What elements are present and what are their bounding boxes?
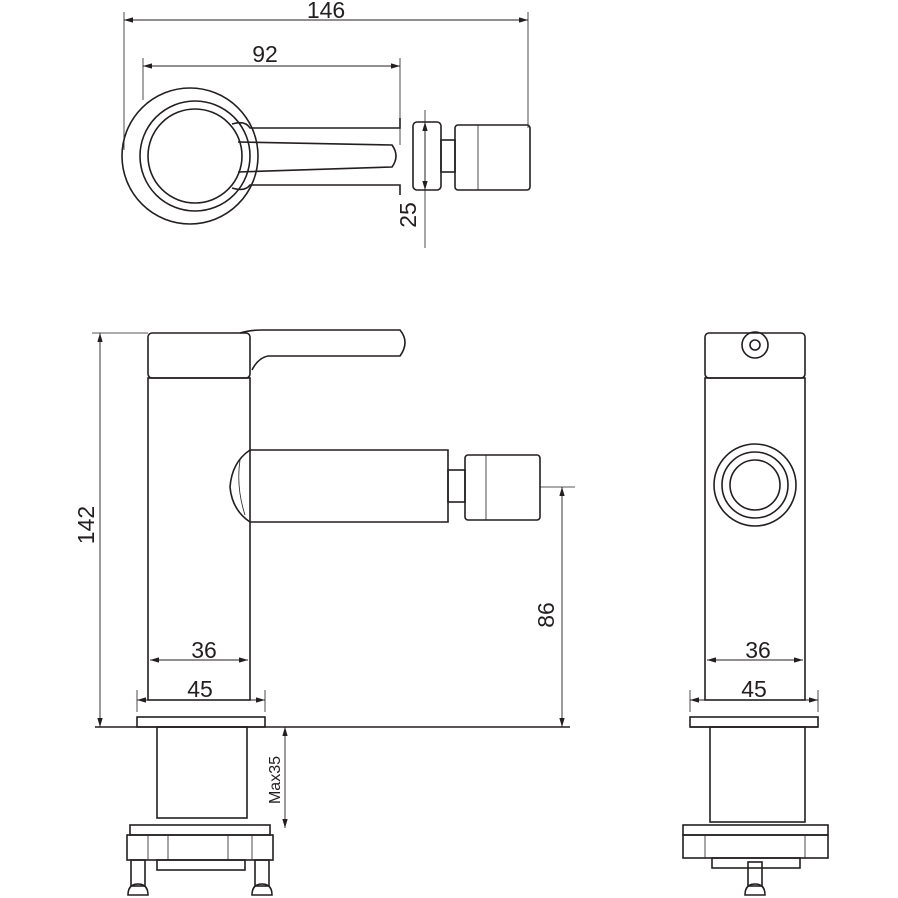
front-view: 142 86 36 45 Max35 (73, 329, 575, 896)
dim-45-front: 45 (187, 676, 213, 702)
dim-92: 92 (252, 41, 278, 67)
screw-center (747, 861, 763, 887)
dim-146: 146 (307, 0, 345, 23)
dim-36-side: 36 (745, 637, 771, 663)
top-view: 146 92 25 (121, 0, 531, 248)
screw-left (130, 859, 146, 887)
screw-right (254, 859, 270, 887)
dim-45-side: 45 (741, 676, 767, 702)
side-view: 36 45 (682, 331, 829, 896)
dim-25: 25 (395, 202, 421, 228)
dim-86: 86 (533, 602, 559, 628)
dim-max35: Max35 (267, 756, 284, 804)
dim-142: 142 (73, 506, 99, 544)
handle-outer (121, 87, 259, 225)
dim-36-front: 36 (191, 637, 217, 663)
